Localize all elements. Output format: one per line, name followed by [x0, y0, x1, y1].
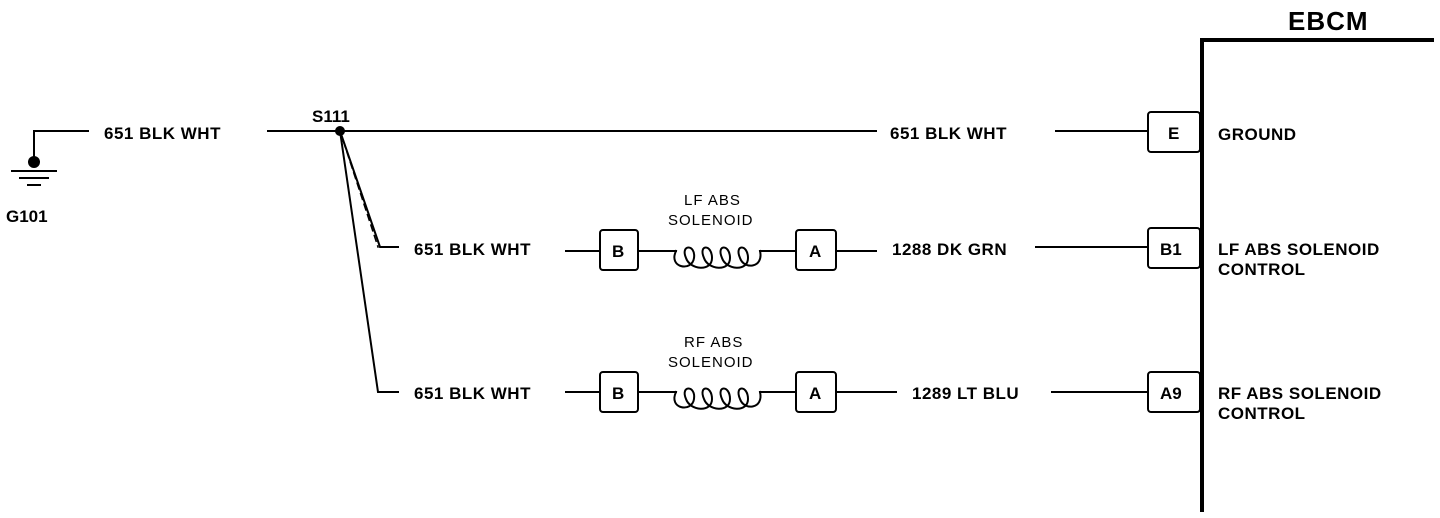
ground-dot — [28, 156, 40, 168]
lf-solenoid-label-1: LF ABS — [684, 192, 741, 209]
wire-label-lf-out: 1288 DK GRN — [892, 240, 1007, 259]
ebcm-pin-b1-label: B1 — [1160, 240, 1182, 259]
ebcm-pin-b1-desc-2: CONTROL — [1218, 260, 1306, 279]
wire-label-splice-ebcm: 651 BLK WHT — [890, 124, 1007, 143]
ebcm-pin-b1-desc-1: LF ABS SOLENOID — [1218, 240, 1380, 259]
wire-splice-rf — [338, 129, 399, 393]
lf-pin-a-label: A — [809, 242, 821, 261]
rf-solenoid-label-1: RF ABS — [684, 334, 743, 351]
rf-solenoid-label-2: SOLENOID — [668, 354, 754, 371]
ground-label: G101 — [6, 207, 48, 226]
lf-pin-b-label: B — [612, 242, 624, 261]
ebcm-pin-a9-box — [1147, 371, 1201, 413]
ground-symbol-icon — [11, 130, 89, 186]
splice-dot — [335, 126, 345, 136]
wire-label-rf-in: 651 BLK WHT — [414, 384, 531, 403]
rf-pin-b-label: B — [612, 384, 624, 403]
ebcm-pin-e-box — [1147, 111, 1201, 153]
wire-label-lf-in: 651 BLK WHT — [414, 240, 531, 259]
ebcm-pin-a9-desc-1: RF ABS SOLENOID — [1218, 384, 1382, 403]
ebcm-pin-e-desc: GROUND — [1218, 125, 1297, 144]
lf-solenoid-label-2: SOLENOID — [668, 212, 754, 229]
rf-pin-a-label: A — [809, 384, 821, 403]
ebcm-title: EBCM — [1288, 6, 1369, 36]
splice-label: S111 — [312, 107, 350, 126]
rf-solenoid-coil-icon — [637, 387, 797, 410]
wire-splice-lf-dash — [339, 130, 379, 248]
ebcm-outline — [1200, 38, 1434, 512]
wire-label-rf-out: 1289 LT BLU — [912, 384, 1019, 403]
ebcm-pin-b1-box — [1147, 227, 1201, 269]
lf-solenoid-coil-icon — [637, 246, 797, 269]
wire-splice-lf — [338, 129, 399, 248]
wire-label-ground-splice: 651 BLK WHT — [104, 124, 221, 143]
ebcm-pin-e-label: E — [1168, 124, 1179, 143]
ebcm-pin-a9-label: A9 — [1160, 384, 1182, 403]
ebcm-pin-a9-desc-2: CONTROL — [1218, 404, 1306, 423]
